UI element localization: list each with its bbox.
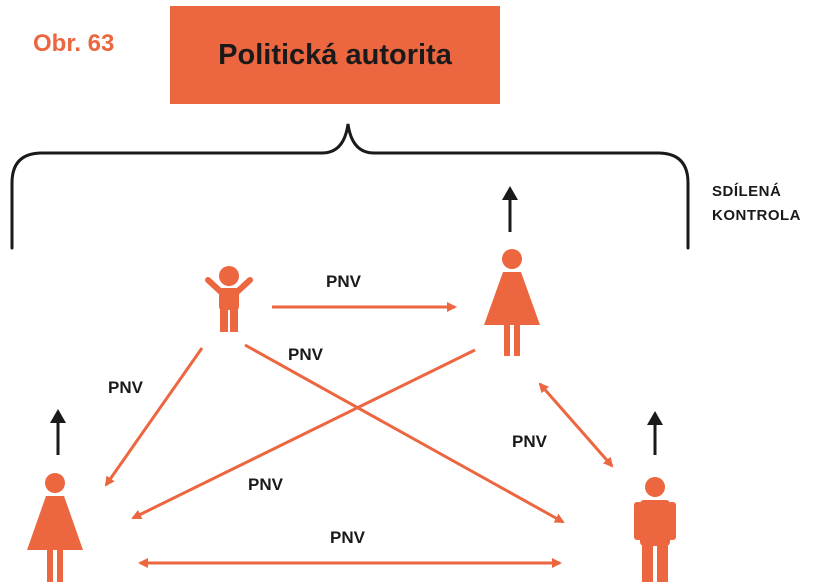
control-arrow-woman-left bbox=[50, 409, 66, 455]
figure-label: Obr. 63 bbox=[33, 30, 115, 57]
edge-woman-top-woman-left bbox=[131, 348, 476, 520]
edge-label-woman-top-man: PNV bbox=[512, 432, 547, 451]
political-authority-box: Politická autorita bbox=[170, 6, 500, 104]
edge-child-man bbox=[244, 343, 565, 524]
edge-label-woman-top-woman-left: PNV bbox=[248, 475, 283, 494]
political-authority-title: Politická autorita bbox=[218, 38, 452, 71]
shared-control-brace bbox=[10, 123, 690, 250]
edge-woman-top-man bbox=[538, 382, 614, 468]
edge-label-child-woman-top: PNV bbox=[326, 272, 361, 291]
edge-label-child-woman-left: PNV bbox=[108, 378, 143, 397]
child-figure bbox=[205, 266, 253, 332]
woman-top-figure bbox=[484, 249, 540, 356]
shared-control-line2: KONTROLA bbox=[712, 207, 801, 224]
woman-left-figure bbox=[27, 473, 83, 582]
man-figure bbox=[634, 477, 676, 582]
edge-label-woman-left-man: PNV bbox=[330, 528, 365, 547]
shared-control-line1: SDÍLENÁ bbox=[712, 183, 782, 200]
edge-child-woman-left bbox=[104, 347, 204, 487]
shared-control-label: SDÍLENÁ KONTROLA bbox=[712, 180, 801, 228]
edge-label-child-man: PNV bbox=[288, 345, 323, 364]
control-arrow-man bbox=[647, 411, 663, 455]
control-arrow-woman-top bbox=[502, 186, 518, 232]
